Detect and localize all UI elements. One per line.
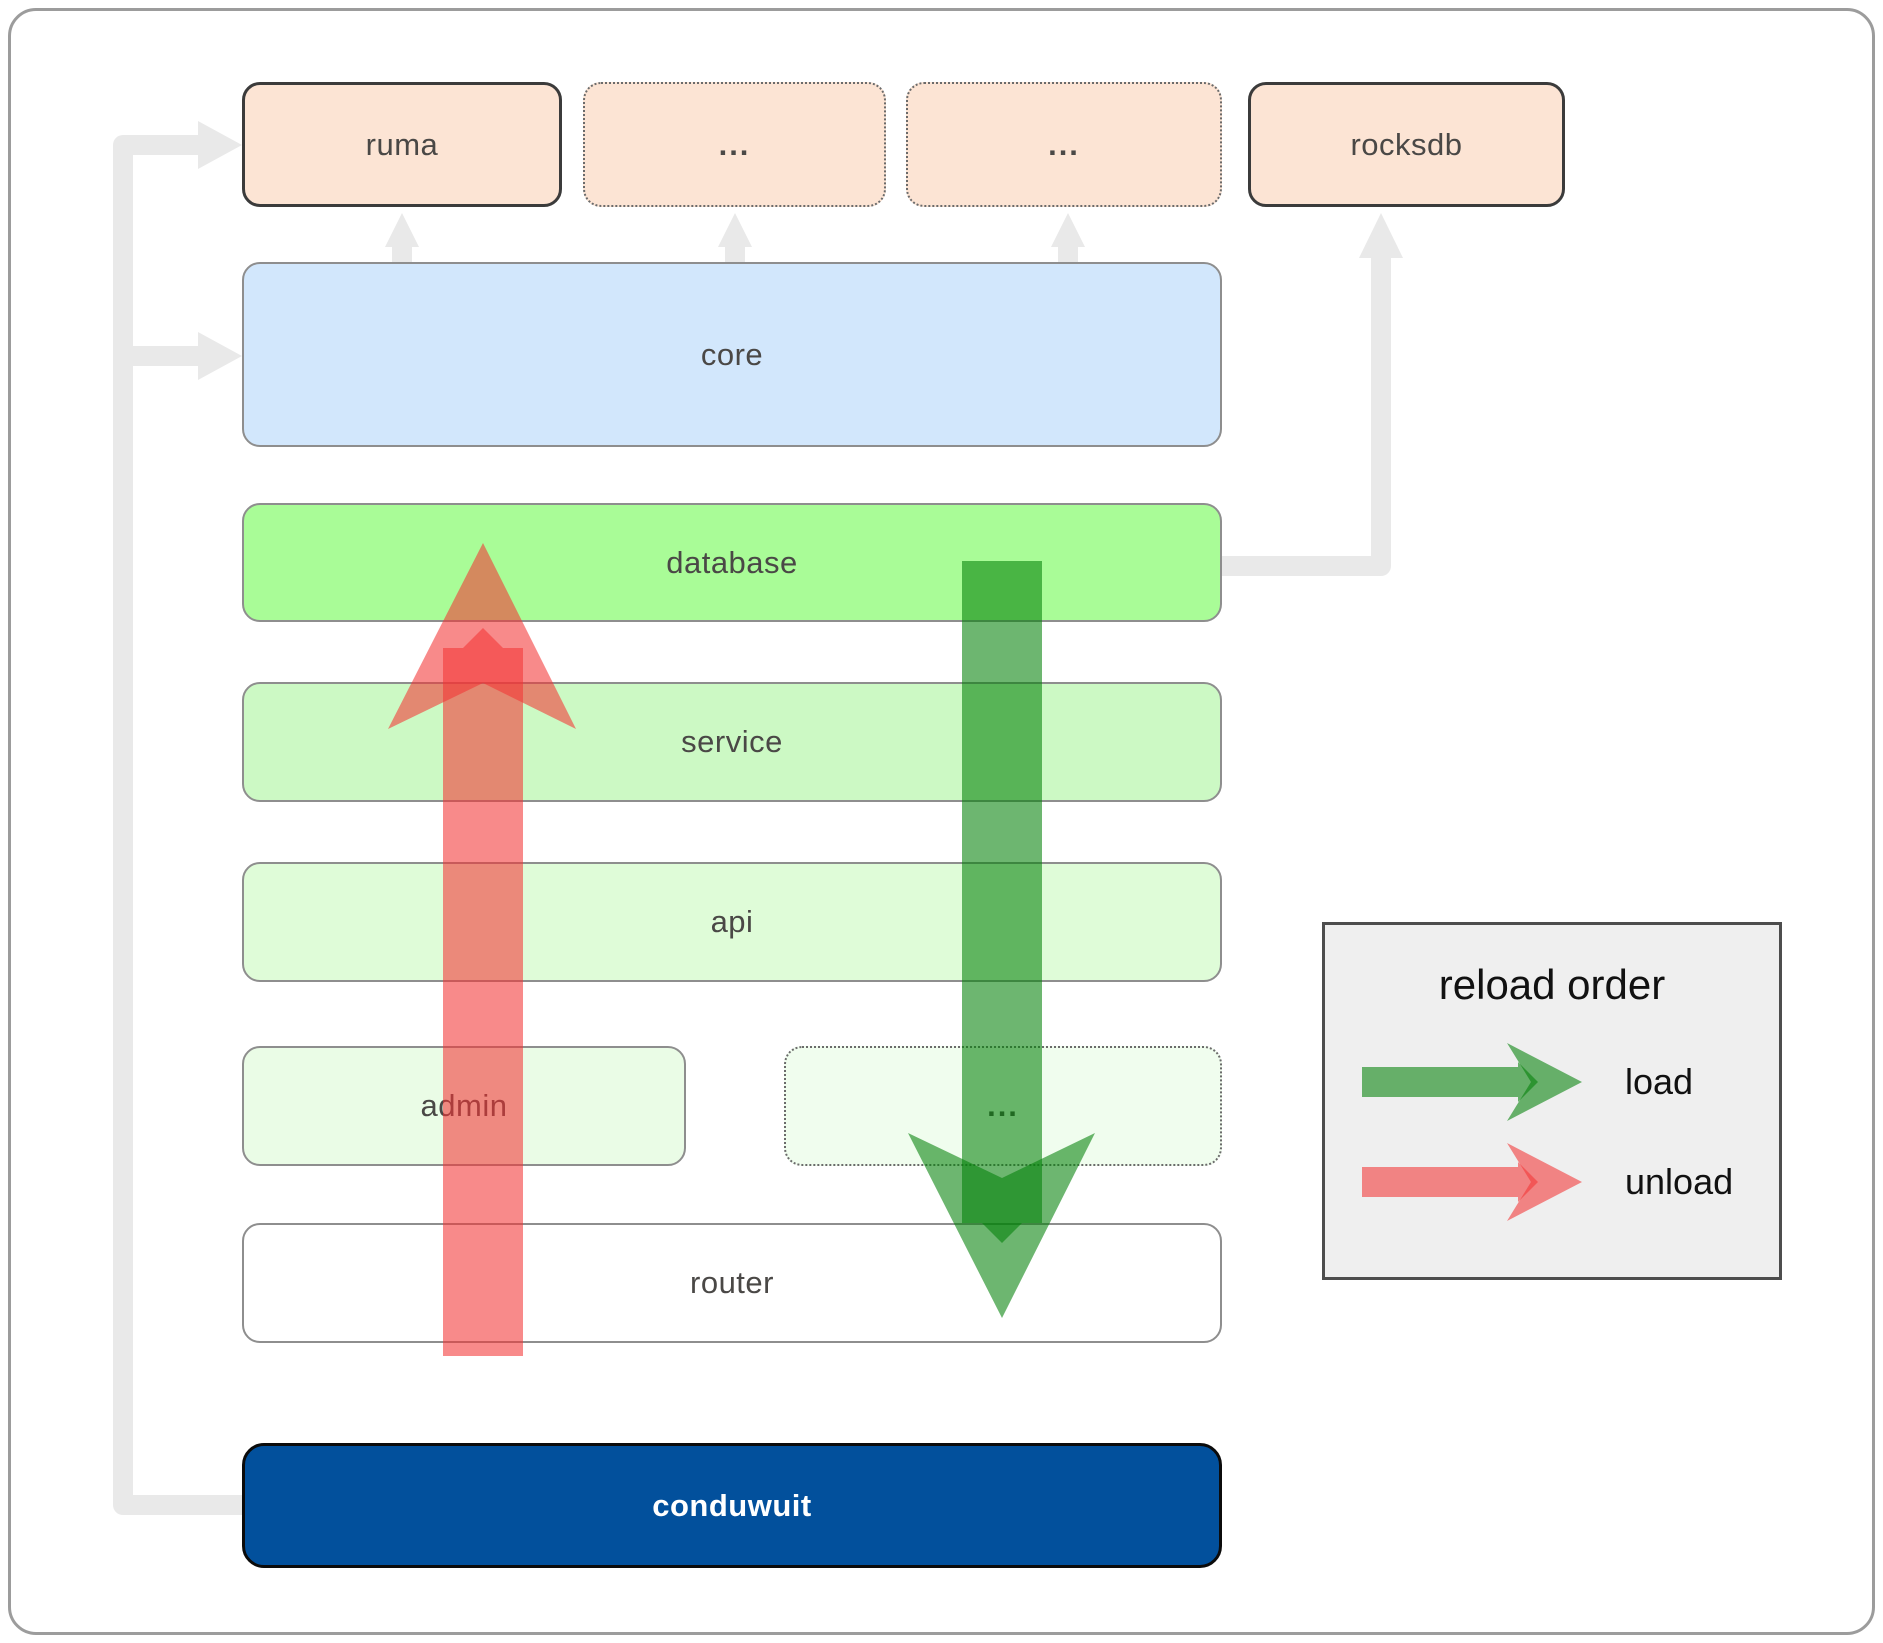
node-ellipsis-1-label: ... <box>718 126 751 162</box>
node-service-label: service <box>681 724 783 759</box>
legend-unload-label: unload <box>1625 1161 1734 1202</box>
node-core: core <box>242 262 1222 447</box>
node-ruma: ruma <box>242 82 562 207</box>
node-admin-label: admin <box>420 1088 508 1123</box>
node-router-label: router <box>690 1265 774 1300</box>
legend-title: reload order <box>1438 961 1666 1008</box>
node-ellipsis-1: ... <box>583 82 886 207</box>
legend-box: reload order <box>1322 922 1782 1280</box>
node-api: api <box>242 862 1222 982</box>
node-conduwuit-label: conduwuit <box>652 1487 812 1523</box>
node-rocksdb-label: rocksdb <box>1350 126 1463 162</box>
node-router: router <box>242 1223 1222 1343</box>
node-database-label: database <box>666 544 798 580</box>
node-ellipsis-3: ... <box>784 1046 1222 1166</box>
node-ellipsis-2-label: ... <box>1048 126 1080 162</box>
node-ellipsis-3-label: ... <box>987 1088 1019 1123</box>
node-ruma-label: ruma <box>365 126 439 162</box>
legend-load-label: load <box>1625 1061 1694 1102</box>
node-ellipsis-2: ... <box>906 82 1222 207</box>
diagram-frame <box>8 8 1875 1635</box>
node-service: service <box>242 682 1222 802</box>
node-api-label: api <box>710 904 754 939</box>
node-admin: admin <box>242 1046 686 1166</box>
node-rocksdb: rocksdb <box>1248 82 1565 207</box>
node-conduwuit: conduwuit <box>242 1443 1222 1568</box>
node-database: database <box>242 503 1222 622</box>
node-core-label: core <box>700 336 764 372</box>
